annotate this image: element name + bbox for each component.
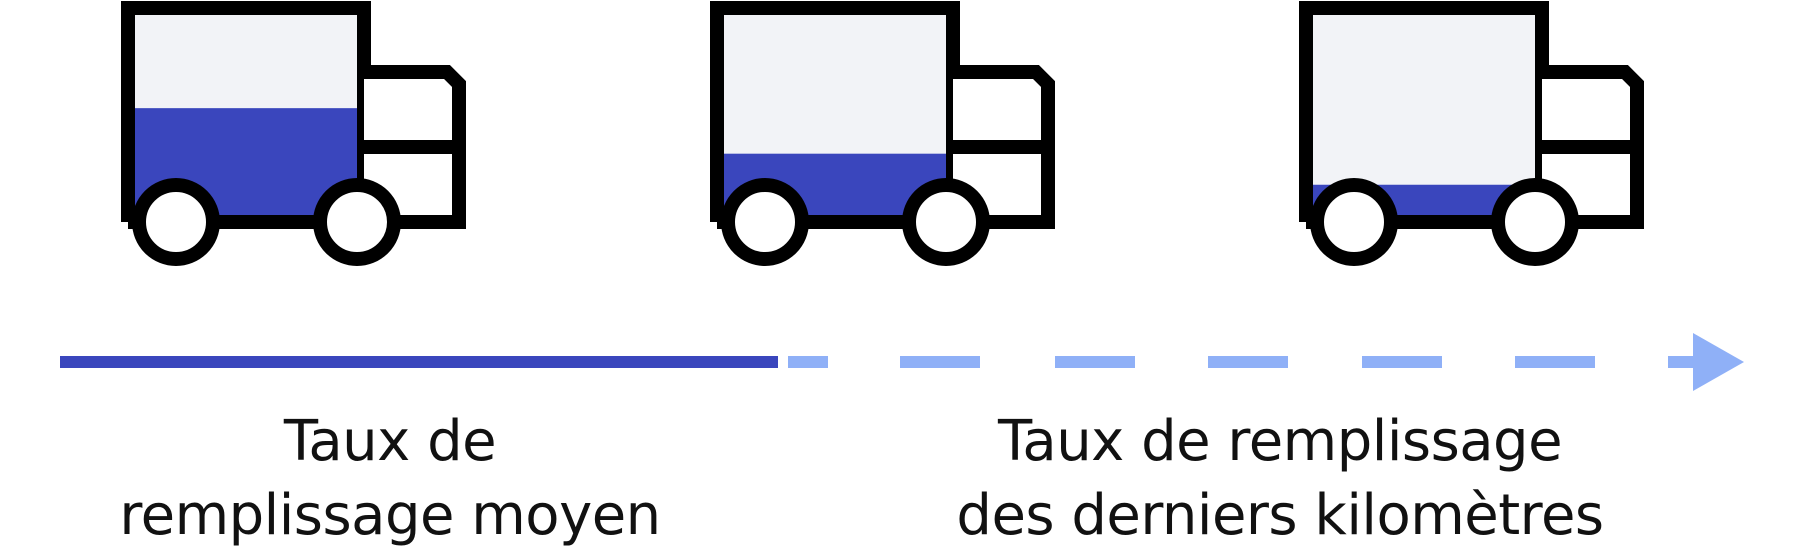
rear-wheel-icon <box>721 178 809 266</box>
label-left-line1: Taux de <box>283 409 497 474</box>
front-wheel-icon <box>1491 178 1579 266</box>
truck-3 <box>1299 1 1644 266</box>
truck-2 <box>710 1 1055 266</box>
front-wheel-icon <box>313 178 401 266</box>
front-wheel-icon <box>902 178 990 266</box>
label-average-fill-rate: Taux de remplissage moyen <box>60 405 720 553</box>
label-right-line2: des derniers kilomètres <box>956 483 1604 548</box>
rear-wheel-icon <box>1310 178 1398 266</box>
label-last-mile-fill-rate: Taux de remplissage des derniers kilomèt… <box>830 405 1730 553</box>
label-right-line1: Taux de remplissage <box>997 409 1563 474</box>
rear-wheel-icon <box>132 178 220 266</box>
truck-1 <box>121 1 466 266</box>
arrow-right-icon <box>1693 333 1744 391</box>
label-left-line2: remplissage moyen <box>119 483 661 548</box>
